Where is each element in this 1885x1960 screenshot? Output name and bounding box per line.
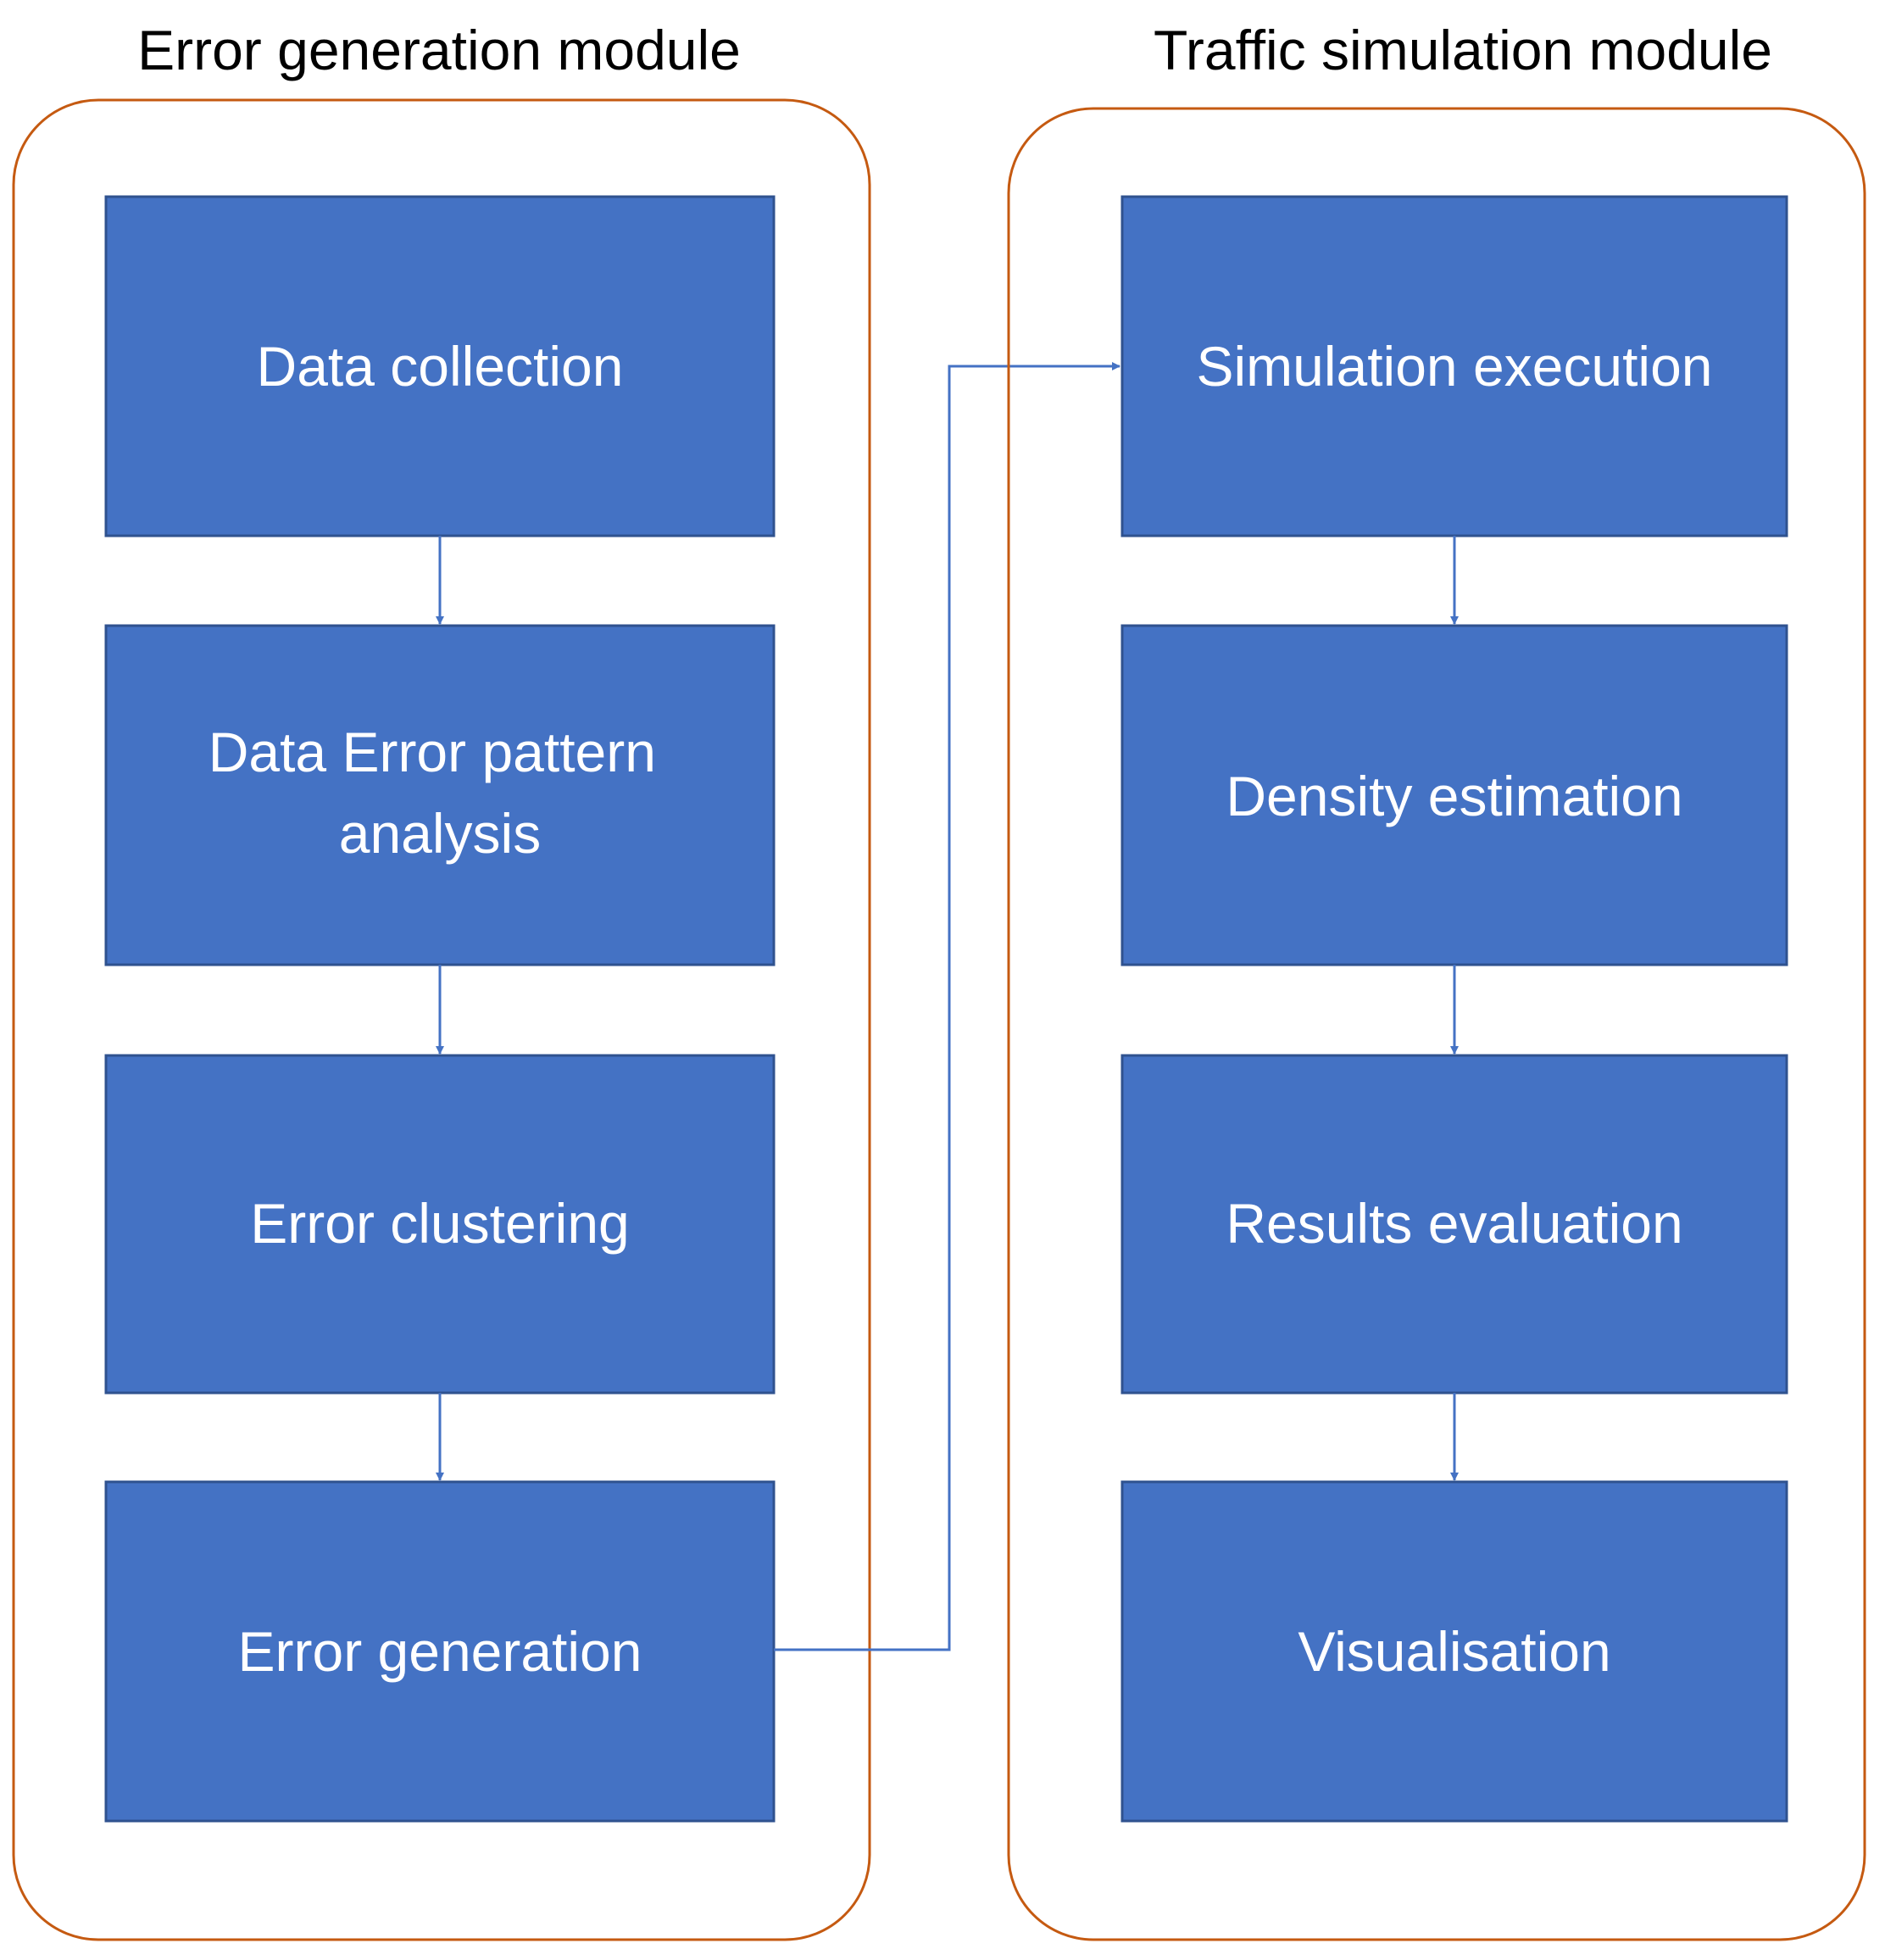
step-box bbox=[1120, 195, 1788, 537]
step-label: Data collection bbox=[257, 335, 624, 398]
step-simulation-execution: Simulation execution bbox=[1120, 195, 1788, 537]
step-data-error-pattern-analysis: Data Error pattern analysis bbox=[104, 624, 776, 966]
step-visualisation: Visualisation bbox=[1120, 1480, 1788, 1823]
step-label-line: Visualisation bbox=[1298, 1620, 1610, 1683]
error-generation-module: Error generation module Data collection … bbox=[12, 19, 871, 1941]
step-box bbox=[104, 1054, 776, 1395]
step-label: Results evaluation bbox=[1226, 1192, 1682, 1255]
module-title-traffic-simulation: Traffic simulation module bbox=[1154, 19, 1772, 81]
module-title-error-generation: Error generation module bbox=[137, 19, 741, 81]
step-label: Simulation execution bbox=[1196, 335, 1712, 398]
step-label: Visualisation bbox=[1298, 1620, 1610, 1683]
module-border-traffic-simulation bbox=[1007, 107, 1866, 1941]
step-results-evaluation: Results evaluation bbox=[1120, 1054, 1788, 1395]
step-error-clustering: Error clustering bbox=[104, 1054, 776, 1395]
step-box bbox=[1120, 624, 1788, 966]
step-box bbox=[104, 195, 776, 537]
step-box bbox=[104, 1480, 776, 1823]
step-label: Density estimation bbox=[1226, 765, 1682, 827]
step-label: Error clustering bbox=[250, 1192, 629, 1255]
step-label-line: Results evaluation bbox=[1226, 1192, 1682, 1255]
step-box bbox=[104, 624, 776, 966]
step-data-collection: Data collection bbox=[104, 195, 776, 537]
step-label-line: analysis bbox=[339, 802, 541, 865]
module-border-error-generation bbox=[12, 98, 871, 1941]
step-label: Data Error pattern analysis bbox=[209, 721, 672, 865]
step-label-line: Data collection bbox=[257, 335, 624, 398]
step-box bbox=[1120, 1480, 1788, 1823]
step-label-line: Error clustering bbox=[250, 1192, 629, 1255]
cross-module-connector-arrow bbox=[774, 362, 1120, 1651]
step-label-line: Density estimation bbox=[1226, 765, 1682, 827]
step-label-line: Error generation bbox=[238, 1620, 642, 1683]
step-box bbox=[1120, 1054, 1788, 1395]
step-density-estimation: Density estimation bbox=[1120, 624, 1788, 966]
step-error-generation: Error generation bbox=[104, 1480, 776, 1823]
traffic-simulation-module: Traffic simulation module Simulation exe… bbox=[1007, 19, 1866, 1941]
step-label-line: Data Error pattern bbox=[209, 721, 656, 783]
step-label: Error generation bbox=[238, 1620, 642, 1683]
step-label-line: Simulation execution bbox=[1196, 335, 1712, 398]
